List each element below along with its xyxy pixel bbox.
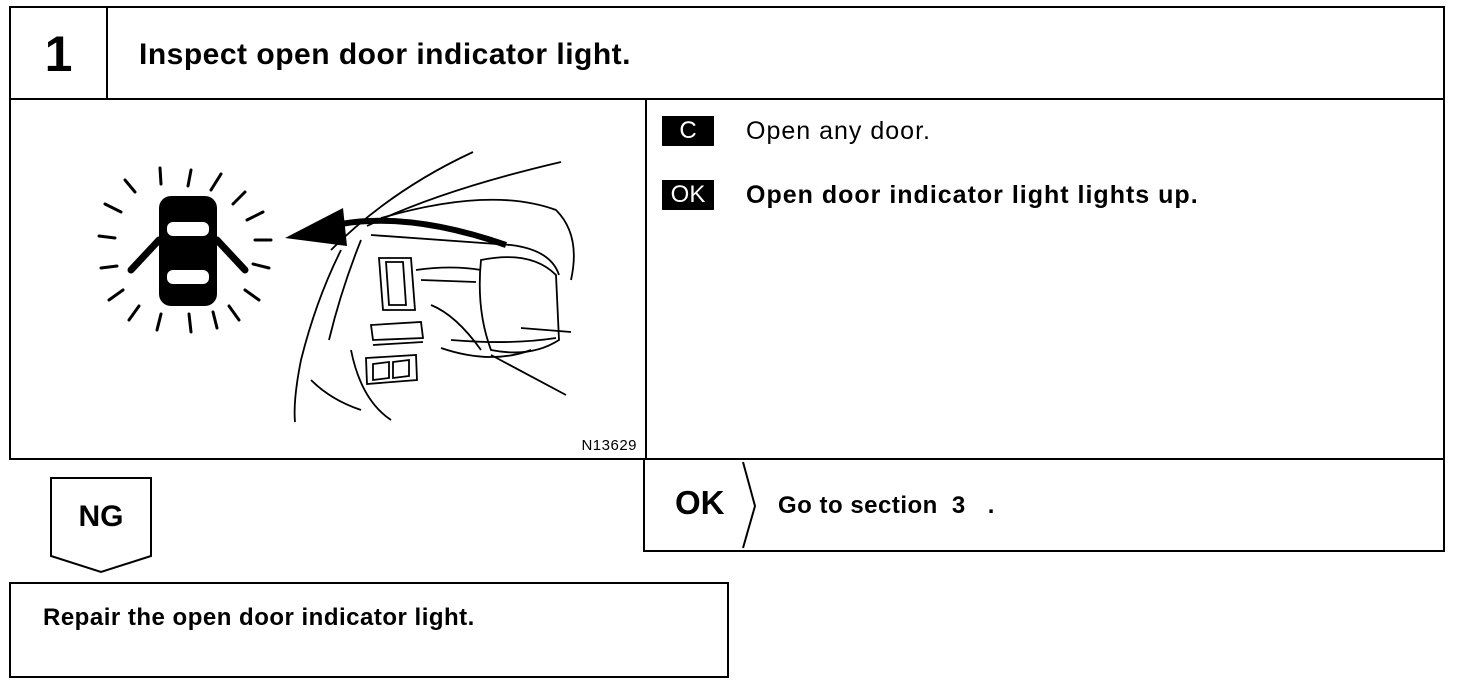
illustration-drawing <box>97 151 575 423</box>
ok-action: Go to section 3. <box>778 492 995 520</box>
car-body-icon <box>127 196 249 306</box>
step-title: Inspect open door indicator light. <box>139 38 632 71</box>
ok-section-number[interactable]: 3 <box>951 492 966 519</box>
ok-text: Open door indicator light lights up. <box>746 180 1199 209</box>
ok-result-box: OK Go to section 3. <box>643 458 1445 552</box>
figure-code: N13629 <box>581 437 637 454</box>
ng-tag-shape <box>50 477 152 574</box>
instruction-panel: C Open any door. OK Open door indicator … <box>647 100 1443 458</box>
step-content: N13629 C Open any door. OK Open door ind… <box>9 98 1445 460</box>
instruction-ok: OK Open door indicator light lights up. <box>662 180 1199 210</box>
condition-tag: C <box>662 116 714 146</box>
open-door-car-icon <box>97 166 273 334</box>
ok-label: OK <box>675 484 725 521</box>
ng-label: NG <box>78 500 124 533</box>
ng-result-box: Repair the open door indicator light. <box>9 582 729 678</box>
chevron-right-icon <box>742 461 757 549</box>
step-header: 1 Inspect open door indicator light. <box>9 6 1445 100</box>
illustration-panel: N13629 <box>11 100 647 458</box>
condition-text: Open any door. <box>746 116 931 145</box>
ok-action-text: Go to section <box>778 492 938 519</box>
ng-action: Repair the open door indicator light. <box>43 604 475 631</box>
ok-period: . <box>987 492 995 519</box>
instruction-condition: C Open any door. <box>662 116 931 146</box>
step-number: 1 <box>11 8 108 98</box>
ok-tag: OK <box>662 180 714 210</box>
instrument-panel-drawing <box>293 151 575 423</box>
arrow-icon <box>285 208 507 248</box>
